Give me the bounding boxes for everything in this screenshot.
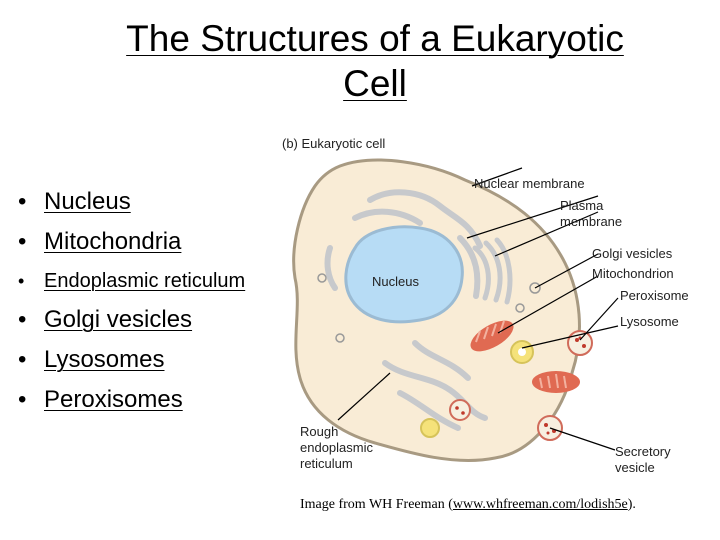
label-secretory-vesicle: vesicle (615, 460, 655, 475)
mitochondrion (532, 371, 580, 393)
figure-caption: (b) Eukaryotic cell (282, 136, 385, 151)
label-secretory-vesicle: Secretory (615, 444, 671, 459)
bullet-text: Lysosomes (44, 346, 165, 373)
credit-prefix: Image from WH Freeman ( (300, 497, 453, 512)
label-rough-er: Rough (300, 424, 338, 439)
bullet-text: Peroxisomes (44, 386, 183, 413)
title-line-2: Cell (343, 63, 407, 104)
peroxisome (449, 399, 471, 421)
nucleus (344, 225, 464, 324)
slide-title: The Structures of a Eukaryotic Cell (60, 16, 690, 106)
golgi-vesicle (335, 333, 345, 343)
bullet-item: Endoplasmic reticulum (18, 268, 258, 295)
credit-suffix: ). (627, 497, 636, 512)
label-lysosome: Lysosome (620, 314, 679, 329)
bullet-item: Lysosomes (18, 346, 258, 374)
label-plasma-membrane: Plasma (560, 198, 604, 213)
cell-diagram: (b) Eukaryotic cell Nucleus (282, 136, 689, 475)
nucleus-label: Nucleus (372, 274, 419, 289)
bullet-item: Golgi vesicles (18, 306, 258, 334)
golgi-vesicle (317, 273, 327, 283)
label-mitochondrion: Mitochondrion (592, 266, 674, 281)
label-plasma-membrane: membrane (560, 214, 622, 229)
lysosome (420, 418, 440, 438)
label-rough-er: endoplasmic (300, 440, 373, 455)
image-credit: Image from WH Freeman (www.whfreeman.com… (300, 497, 636, 513)
bullet-text: Endoplasmic reticulum (44, 270, 246, 292)
bullet-item: Nucleus (18, 188, 258, 216)
golgi-apparatus (472, 237, 513, 305)
label-nuclear-membrane: Nuclear membrane (474, 176, 585, 191)
bullet-text: Nucleus (44, 188, 131, 215)
golgi-vesicle (515, 303, 525, 313)
bullet-item: Peroxisomes (18, 386, 258, 414)
rough-er (324, 189, 488, 431)
bullet-text: Golgi vesicles (44, 306, 193, 333)
label-rough-er: reticulum (300, 456, 353, 471)
bullet-list: Nucleus Mitochondria Endoplasmic reticul… (18, 188, 258, 426)
credit-link[interactable]: www.whfreeman.com/lodish5e (452, 497, 628, 512)
label-golgi-vesicles: Golgi vesicles (592, 246, 673, 261)
label-peroxisome: Peroxisome (620, 288, 689, 303)
leader-lines (337, 167, 619, 451)
bullet-text: Mitochondria (44, 228, 182, 255)
bullet-item: Mitochondria (18, 228, 258, 256)
title-line-1: The Structures of a Eukaryotic (126, 18, 624, 59)
mitochondrion (470, 320, 514, 352)
peroxisome (567, 330, 593, 356)
